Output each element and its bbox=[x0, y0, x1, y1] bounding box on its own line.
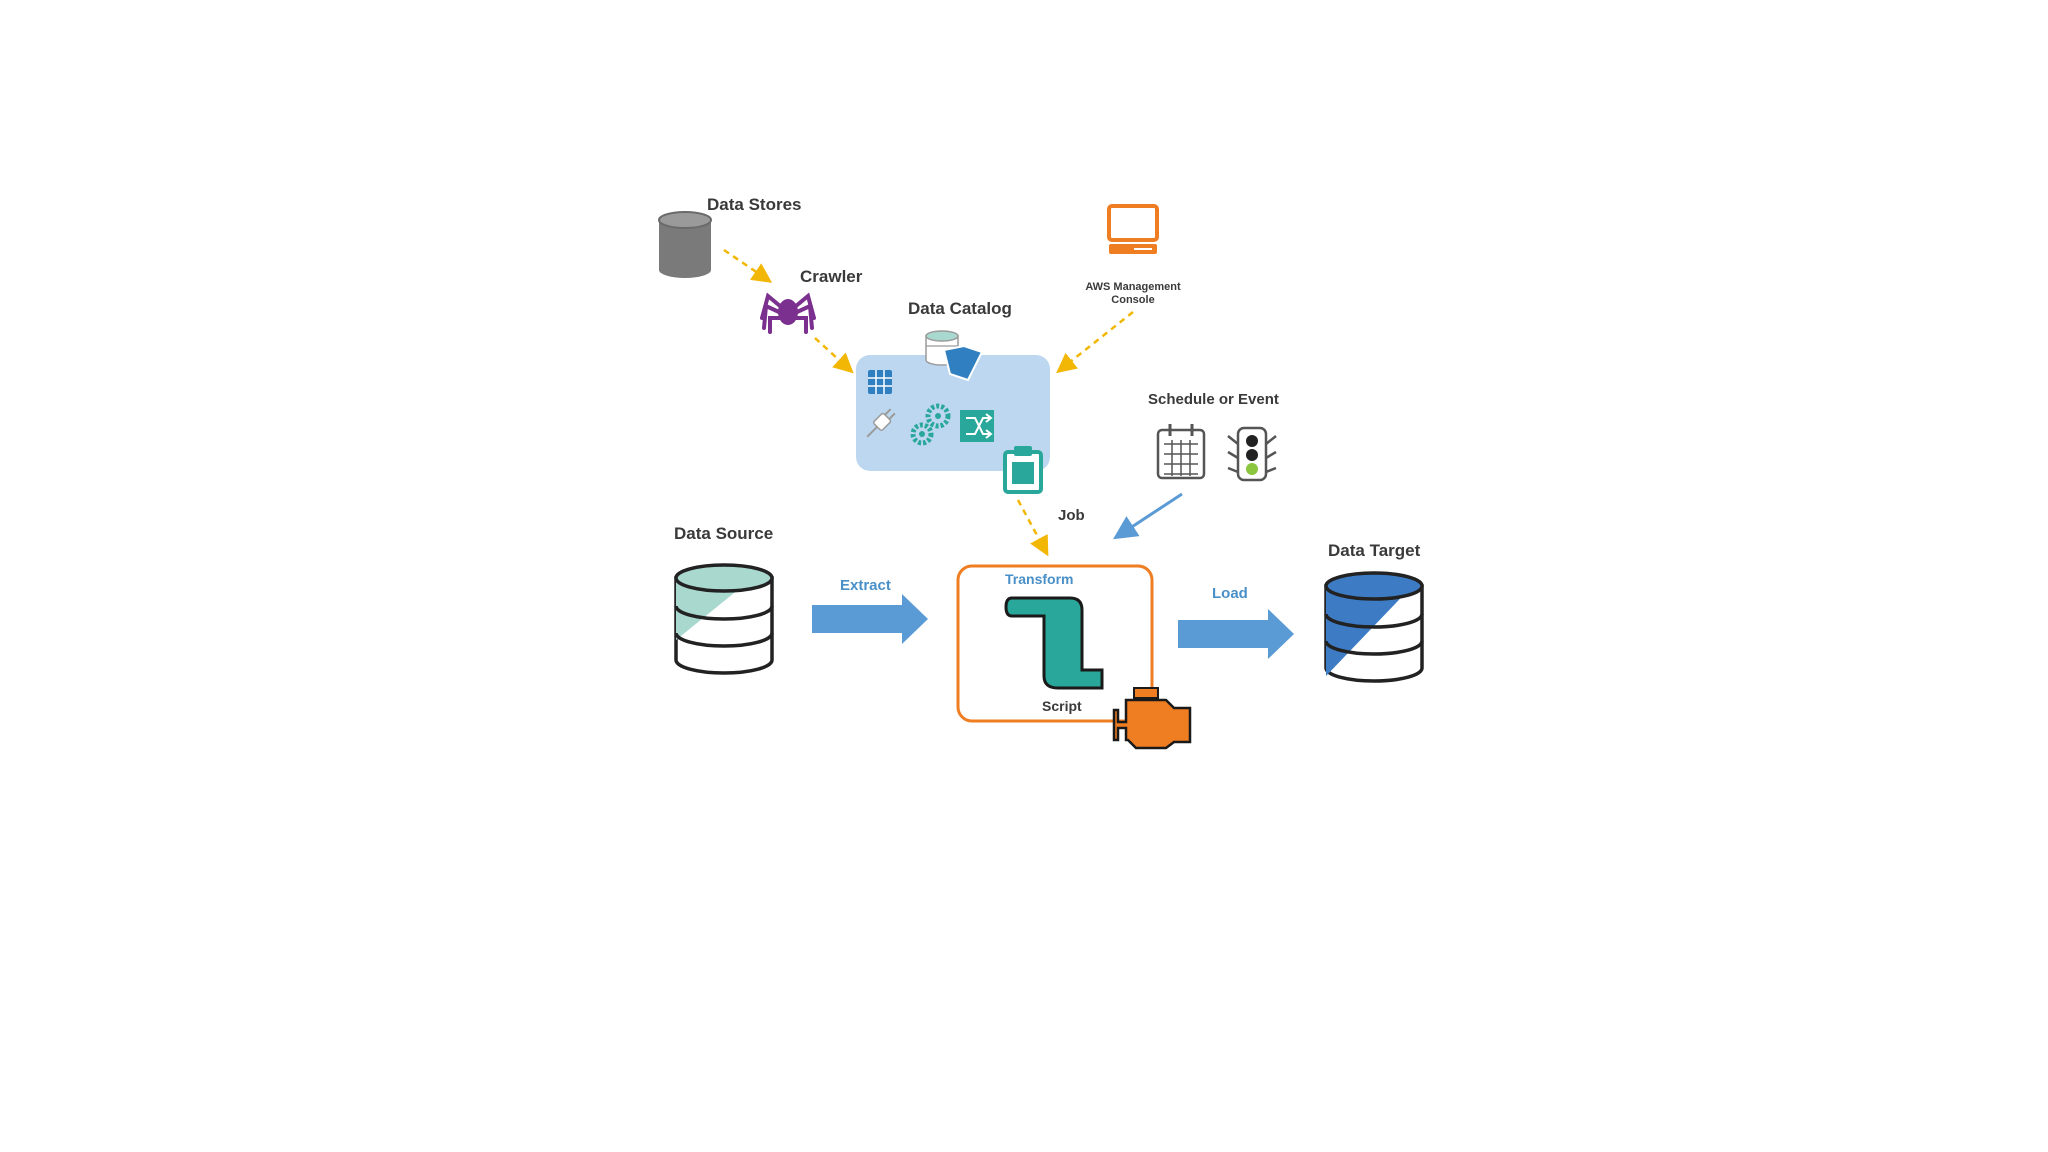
data-source-database-icon bbox=[674, 563, 774, 675]
arrow-crawler-to-catalog bbox=[814, 337, 854, 374]
data-catalog-panel bbox=[856, 355, 1050, 471]
data-stores-label: Data Stores bbox=[707, 195, 801, 214]
extract-label: Extract bbox=[840, 577, 891, 594]
database-folder-icon bbox=[925, 330, 984, 382]
gears-icon bbox=[910, 403, 951, 446]
data-catalog-label: Data Catalog bbox=[908, 299, 1012, 318]
data-target-label: Data Target bbox=[1328, 541, 1421, 560]
arrow-catalog-to-job bbox=[1016, 499, 1049, 557]
engine-icon bbox=[1112, 687, 1192, 750]
script-label: Script bbox=[1042, 698, 1082, 714]
arrow-console-to-catalog bbox=[1056, 311, 1134, 374]
load-label: Load bbox=[1212, 585, 1248, 602]
extract-arrow bbox=[812, 594, 928, 644]
crawler-label: Crawler bbox=[800, 267, 863, 286]
plug-icon bbox=[866, 408, 896, 438]
schedule-or-event-label: Schedule or Event bbox=[1148, 391, 1279, 408]
aws-console-label-line1: AWS Management bbox=[1085, 281, 1181, 293]
clipboard-icon bbox=[1003, 446, 1043, 494]
shuffle-icon bbox=[960, 410, 994, 442]
transform-label: Transform bbox=[1005, 571, 1073, 587]
script-icon bbox=[1004, 596, 1104, 690]
table-icon bbox=[868, 370, 892, 394]
data-stores-icon bbox=[658, 211, 712, 278]
spider-icon bbox=[760, 292, 816, 334]
arrow-schedule-to-job bbox=[1112, 492, 1183, 540]
traffic-light-icon bbox=[1227, 426, 1277, 482]
load-arrow bbox=[1178, 609, 1294, 659]
data-source-label: Data Source bbox=[674, 524, 773, 543]
aws-console-label-line2: Console bbox=[1111, 294, 1154, 306]
calendar-icon bbox=[1156, 424, 1206, 480]
job-label: Job bbox=[1058, 507, 1085, 524]
laptop-icon bbox=[1107, 204, 1159, 254]
data-target-database-icon bbox=[1324, 571, 1424, 683]
arrow-stores-to-crawler bbox=[723, 248, 773, 283]
